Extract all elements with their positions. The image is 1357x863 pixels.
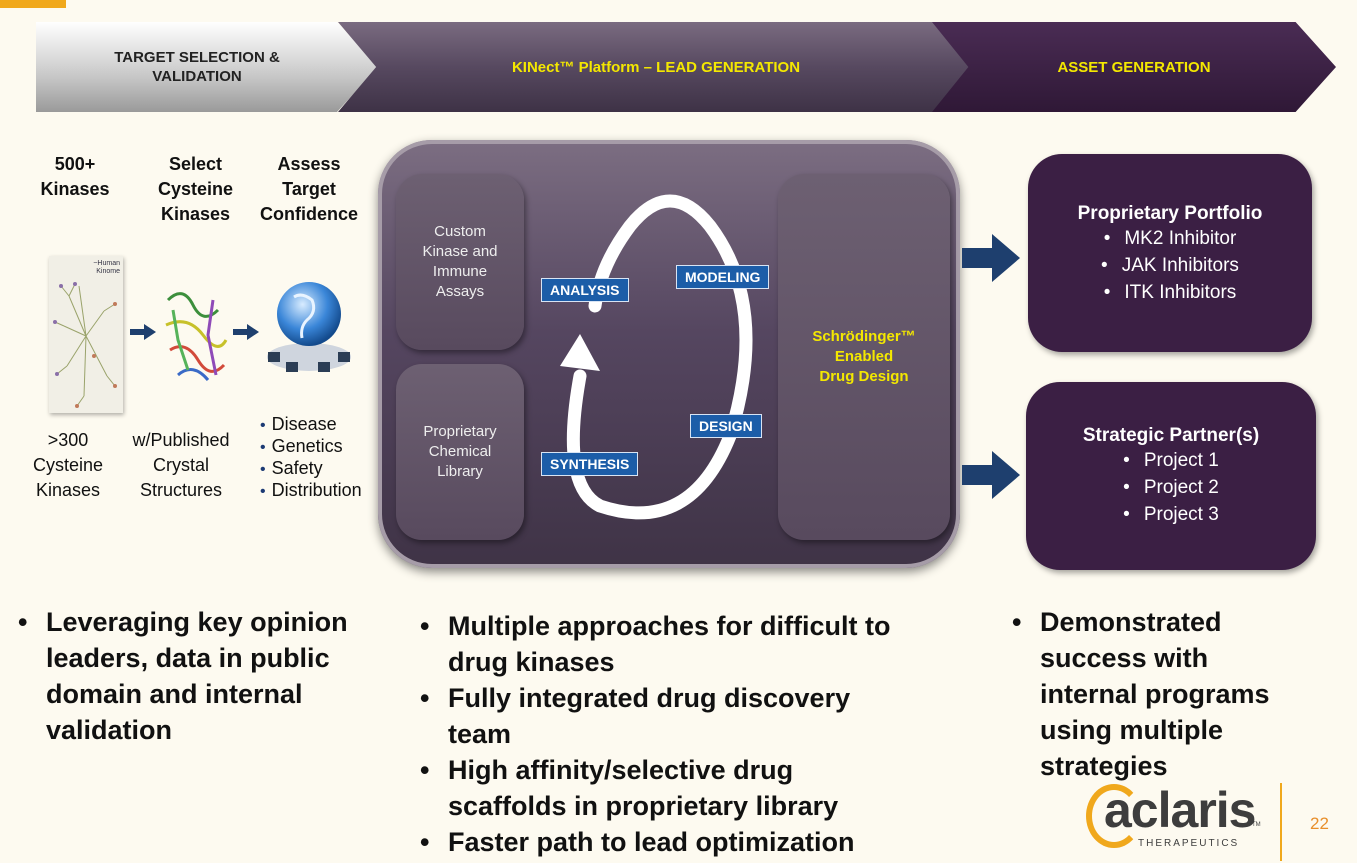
list-item: Demonstrated success with internal progr… (1012, 604, 1332, 784)
logo-subtitle: THERAPEUTICS (1138, 838, 1240, 849)
list-item: Safety (260, 458, 378, 480)
published-structures-label: w/Published Crystal Structures (132, 430, 230, 500)
list-item: Fully integrated drug discovery team (420, 680, 980, 752)
list-item: Project 3 (1026, 501, 1316, 528)
arrow-right-icon (130, 324, 158, 340)
list-item: Faster path to lead optimization (420, 824, 980, 860)
col-kinases-title: 500+ Kinases (40, 154, 110, 199)
kinome-tree-image: ~Human Kinome (49, 256, 123, 413)
stage-target-selection: TARGET SELECTION & VALIDATION (36, 22, 378, 112)
partner-list: Project 1 Project 2 Project 3 (1026, 447, 1316, 528)
arrow-right-icon (962, 234, 1020, 282)
list-item: Project 2 (1026, 474, 1316, 501)
list-item: Genetics (260, 436, 378, 458)
stage-asset-generation-label: ASSET GENERATION (1057, 58, 1211, 76)
logo-arc-icon (1086, 784, 1142, 848)
list-item: Multiple approaches for difficult to dru… (420, 608, 980, 680)
list-item: Leveraging key opinion leaders, data in … (18, 604, 398, 748)
schrodinger-label: Schrödinger™ Enabled Drug Design (812, 328, 916, 385)
confidence-list: Disease Genetics Safety Distribution (260, 414, 378, 502)
strategic-partner-box: Strategic Partner(s) Project 1 Project 2… (1026, 382, 1316, 570)
col-confidence-title: Assess Target Confidence (259, 154, 358, 224)
left-bullets: Leveraging key opinion leaders, data in … (18, 604, 398, 748)
step-modeling: MODELING (676, 265, 770, 289)
cysteine-kinases-count: >300 Cysteine Kinases (32, 430, 104, 500)
partner-title: Strategic Partner(s) (1082, 425, 1260, 446)
list-item: Distribution (260, 480, 378, 502)
logo-wordmark: aclaris (1104, 782, 1256, 838)
list-item: ITK Inhibitors (1028, 279, 1312, 306)
custom-assays-label: Custom Kinase and Immune Assays (422, 223, 498, 300)
logo-tm: TM (1252, 822, 1261, 828)
stage-lead-generation-label: KINect™ Platform – LEAD GENERATION (511, 58, 801, 76)
portfolio-title: Proprietary Portfolio (1077, 203, 1263, 224)
list-item: MK2 Inhibitor (1028, 225, 1312, 252)
custom-assays-box: Custom Kinase and Immune Assays (396, 174, 524, 350)
cycle-arrow-icon (560, 194, 753, 520)
stage-target-selection-label: TARGET SELECTION & VALIDATION (114, 49, 280, 85)
list-item: Disease (260, 414, 378, 436)
protein-structure-icon (165, 292, 228, 381)
proprietary-portfolio-box: Proprietary Portfolio MK2 Inhibitor JAK … (1028, 154, 1312, 352)
globe-network-image (262, 272, 356, 392)
middle-bullets: Multiple approaches for difficult to dru… (420, 608, 980, 860)
arrow-right-icon (233, 324, 261, 340)
chemical-library-box: Proprietary Chemical Library (396, 364, 524, 540)
stage-lead-generation: KINect™ Platform – LEAD GENERATION (338, 22, 974, 112)
list-item: High affinity/selective drug scaffolds i… (420, 752, 980, 824)
schrodinger-box: Schrödinger™ Enabled Drug Design (778, 174, 950, 540)
step-design: DESIGN (690, 414, 762, 438)
corner-logo (0, 0, 66, 8)
aclaris-logo: aclaris TM THERAPEUTICS (1082, 778, 1272, 858)
col-cysteine-title: Select Cysteine Kinases (157, 154, 234, 224)
portfolio-list: MK2 Inhibitor JAK Inhibitors ITK Inhibit… (1028, 225, 1312, 306)
step-analysis: ANALYSIS (541, 278, 629, 302)
arrow-right-icon (962, 451, 1020, 499)
stage-asset-generation: ASSET GENERATION (932, 22, 1336, 112)
page-number: 22 (1310, 814, 1329, 833)
globe-icon (267, 282, 351, 372)
logo-divider (1280, 783, 1282, 861)
right-bullets: Demonstrated success with internal progr… (1012, 604, 1332, 784)
list-item: Project 1 (1026, 447, 1316, 474)
kinome-tree-icon (53, 282, 117, 408)
chemical-library-label: Proprietary Chemical Library (423, 423, 497, 480)
list-item: JAK Inhibitors (1028, 252, 1312, 279)
kinome-caption: ~Human Kinome (93, 260, 120, 275)
step-synthesis: SYNTHESIS (541, 452, 639, 476)
